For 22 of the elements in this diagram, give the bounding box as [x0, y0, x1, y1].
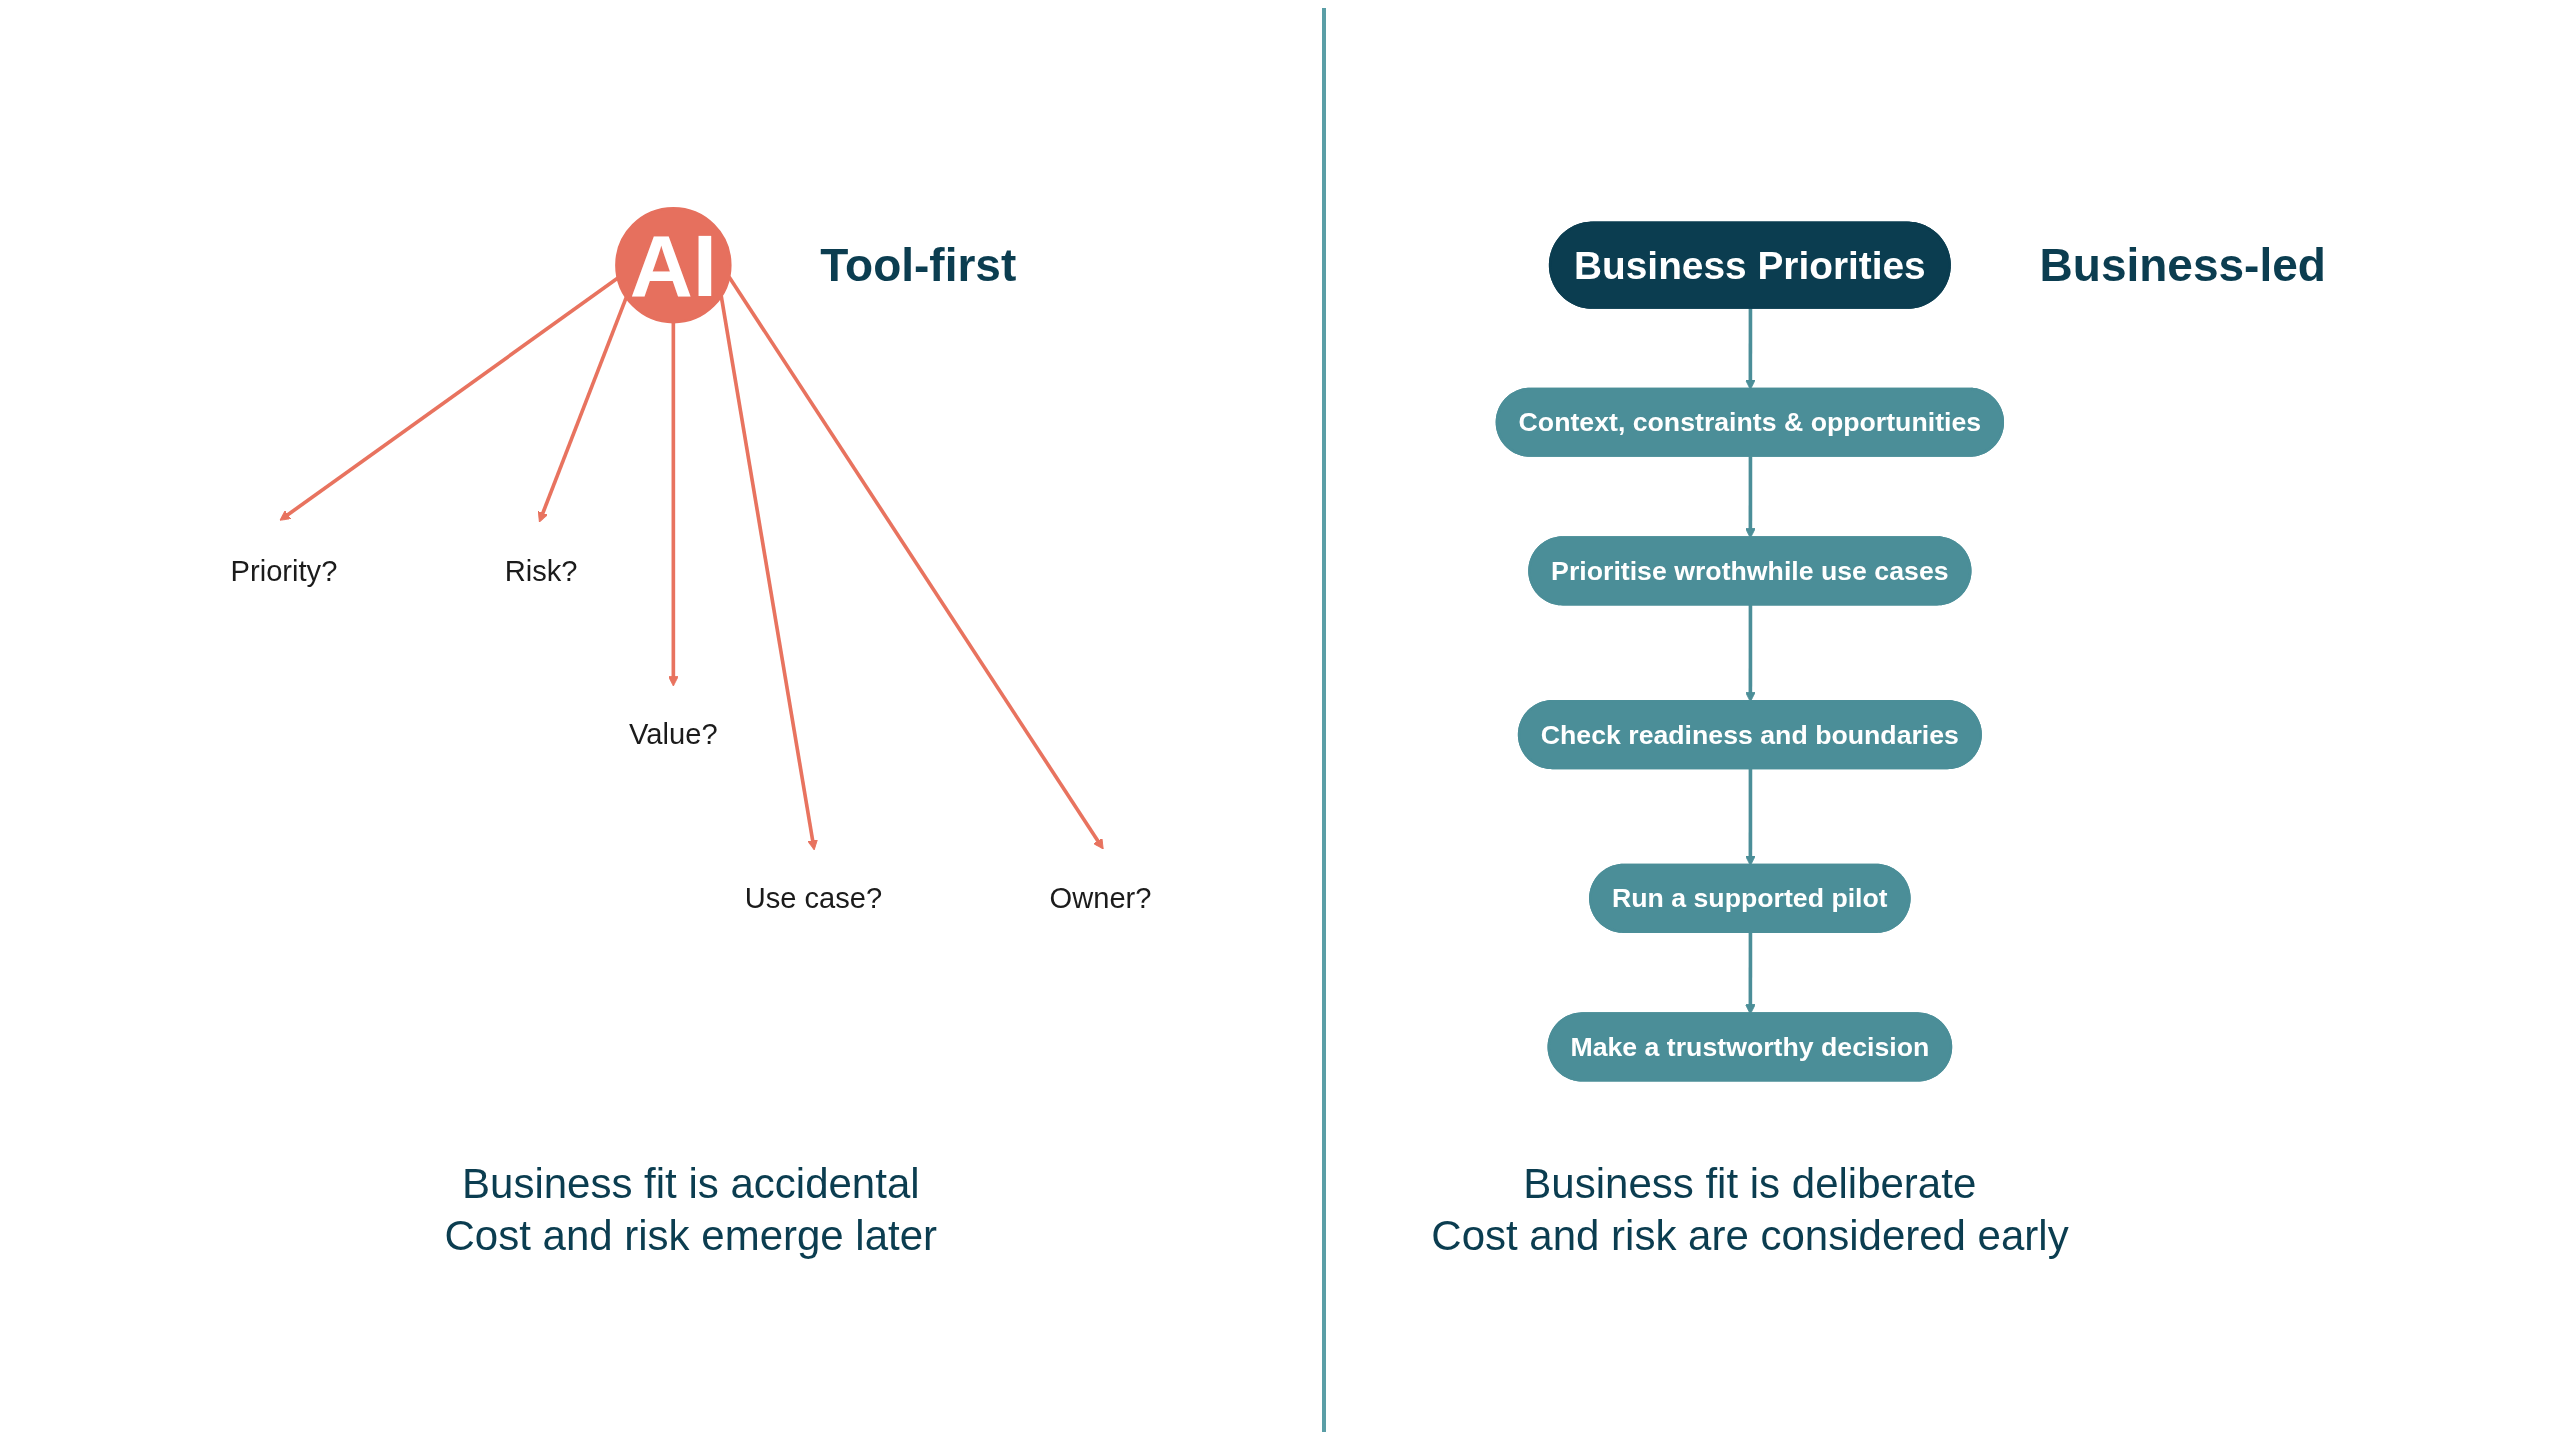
caption-text: Cost and risk are considered early — [1431, 1212, 2069, 1261]
caption-text: Business fit is accidental — [462, 1160, 920, 1209]
arrow — [279, 276, 619, 521]
caption-text: Business fit is deliberate — [1523, 1160, 1977, 1209]
step-pill: Run a supported pilot — [1589, 863, 1911, 933]
step-pill: Check readiness and boundaries — [1517, 700, 1982, 770]
section-heading: Tool-first — [820, 238, 1017, 293]
question-text: Owner? — [1049, 881, 1152, 915]
question-text: Value? — [629, 717, 718, 751]
arrow — [537, 296, 628, 523]
caption-text: Cost and risk emerge later — [444, 1212, 938, 1261]
step-pill: Prioritise wrothwhile use cases — [1528, 536, 1972, 606]
arrow — [719, 295, 818, 851]
arrow — [668, 322, 679, 687]
question-text: Risk? — [504, 553, 578, 587]
step-pill: Context, constraints & opportunities — [1495, 387, 2004, 457]
section-heading: Business-led — [2039, 238, 2326, 293]
circle-node: AI — [615, 206, 732, 324]
question-text: Use case? — [744, 881, 883, 915]
step-pill: Make a trustworthy decision — [1547, 1012, 1953, 1082]
question-text: Priority? — [230, 553, 338, 587]
priority-pill: Business Priorities — [1548, 221, 1951, 309]
